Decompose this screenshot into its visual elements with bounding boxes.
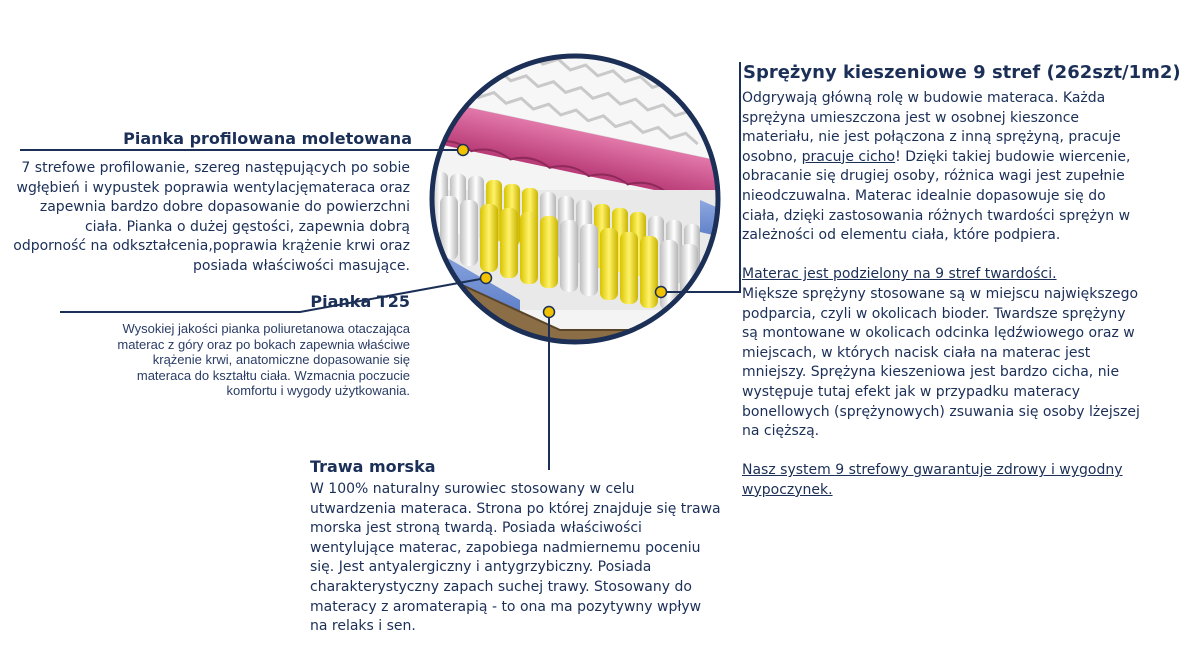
text-line: Miększe sprężyny stosowane są w miejscu … bbox=[742, 285, 1139, 302]
strefy-twardosci-link[interactable]: Materac jest podzielony na 9 stref tward… bbox=[742, 266, 1057, 283]
text-line: ciała, dzięki zastosowania różnych tward… bbox=[742, 207, 1131, 224]
text-line: ciała. Pianka o dużej gęstości, zapewnia… bbox=[84, 218, 410, 235]
system-9-strefowy-link[interactable]: wypoczynek. bbox=[742, 481, 833, 498]
text-fragment: osobno, bbox=[742, 148, 802, 165]
text-line: są montowane w okolicach odcinka lędźwio… bbox=[742, 325, 1135, 342]
text-line: Wysokiej jakości pianka poliuretanowa ot… bbox=[122, 321, 410, 336]
text-line: utwardzenia materaca. Strona po której z… bbox=[310, 500, 721, 517]
text-line: materac z góry oraz po bokach zapewnia w… bbox=[117, 336, 410, 352]
text-line: bonellowych (sprężynowych) zsuwania się … bbox=[742, 403, 1140, 420]
text-line: materacy z aromaterapią - to ona ma pozy… bbox=[310, 598, 702, 615]
text-line: odporność na odkształcenia,poprawia krąż… bbox=[13, 238, 410, 255]
pianka-profilowana-title: Pianka profilowana moletowana bbox=[123, 129, 412, 148]
text-line: W 100% naturalny surowiec stosowany w ce… bbox=[310, 481, 635, 497]
callout-dot-icon bbox=[456, 143, 470, 157]
mattress-layers bbox=[432, 56, 718, 342]
text-line: miejscach, w których nacisk ciała na mat… bbox=[742, 344, 1091, 361]
text-line: Odgrywają główną rolę w budowie materaca… bbox=[742, 90, 1106, 106]
text-line: posiada właściwości masujące. bbox=[193, 257, 410, 274]
text-line: materaca do kształtu ciała. Wzmacnia poc… bbox=[136, 367, 410, 383]
text-line: komfortu i wygody użytkowania. bbox=[226, 383, 410, 398]
callout-dot-icon bbox=[542, 305, 556, 319]
text-line: wgłębień i wypustek poprawia wentylacjęm… bbox=[16, 179, 410, 196]
trawa-morska-description: W 100% naturalny surowiec stosowany w ce… bbox=[310, 480, 730, 637]
text-line: 7 strefowe profilowanie, szereg następuj… bbox=[21, 160, 410, 176]
sprezyny-title: Sprężyny kieszeniowe 9 stref (262szt/1m2… bbox=[743, 62, 1181, 83]
text-line: nieodczuwalna. Materac idealnie dopasowu… bbox=[742, 187, 1106, 204]
text-line: osobno, pracuje cicho! Dzięki takiej bud… bbox=[742, 148, 1182, 168]
callout-lines bbox=[20, 62, 741, 470]
text-line: obracanie się drugiej osoby, różnica wag… bbox=[742, 168, 1125, 185]
pianka-t25-title: Pianka T25 bbox=[310, 292, 410, 311]
callout-dot-icon bbox=[654, 285, 668, 299]
pianka-t25-description: Wysokiej jakości pianka poliuretanowa ot… bbox=[50, 321, 410, 399]
text-fragment: ! Dzięki takiej budowie wiercenie, bbox=[895, 148, 1131, 165]
text-line: sprężyna umieszczona jest w osobnej kies… bbox=[742, 109, 1080, 126]
pianka-profilowana-description: 7 strefowe profilowanie, szereg następuj… bbox=[10, 159, 410, 277]
text-line: krążenie krwi, anatomiczne dopasowanie s… bbox=[152, 352, 410, 367]
text-line: występuje tutaj efekt jak w przypadku ma… bbox=[742, 383, 1081, 400]
text-line: na cięższą. bbox=[742, 423, 820, 440]
callout-dot-icon bbox=[479, 271, 493, 285]
text-line: na relaks i sen. bbox=[310, 618, 416, 635]
text-line: charakterystyczny zapach suchej trawy. S… bbox=[310, 578, 692, 595]
magnifier-circle bbox=[429, 53, 721, 345]
text-line: zapewnia bardzo dobre dopasowanie do pow… bbox=[39, 199, 410, 216]
text-line: materiału, nie jest połączona z inną spr… bbox=[742, 129, 1121, 146]
text-line: podparcia, czyli w okolicach bioder. Twa… bbox=[742, 305, 1126, 322]
pracuje-cicho-link[interactable]: pracuje cicho bbox=[801, 148, 896, 165]
sprezyny-description: Odgrywają główną rolę w budowie materaca… bbox=[742, 89, 1182, 500]
text-line: zależności od elementu ciała, które podp… bbox=[742, 227, 1061, 244]
trawa-morska-title: Trawa morska bbox=[310, 457, 436, 476]
text-line: się. Jest antyalergiczny i antygrzybiczn… bbox=[310, 559, 652, 576]
text-line: mniejszy. Sprężyna kieszeniowa jest bard… bbox=[742, 364, 1120, 381]
system-9-strefowy-link[interactable]: Nasz system 9 strefowy gwarantuje zdrowy… bbox=[742, 462, 1123, 479]
text-line: wentylujące materac, zapobiega nadmierne… bbox=[310, 539, 701, 556]
text-line: morska jest stroną twardą. Posiada właśc… bbox=[310, 520, 642, 537]
